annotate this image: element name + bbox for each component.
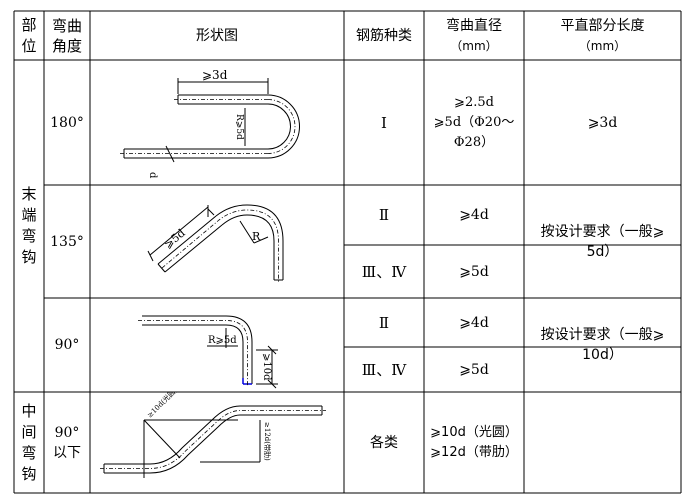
shape-90-radius-label: R⩾5d: [208, 335, 237, 346]
row-mid-type: 各类: [344, 392, 424, 493]
header-shape: 形状图: [90, 11, 344, 60]
row-135-type-a: Ⅱ: [344, 185, 424, 245]
row-90-length-line-1: 按设计要求（一般⩾: [540, 327, 665, 343]
header-rebar-type: 钢筋种类: [344, 11, 424, 60]
row-180-angle-value: 180°: [50, 114, 84, 131]
row-90-type-a-value: Ⅱ: [378, 313, 390, 332]
row-135-length-line-2: 5d）: [586, 243, 619, 260]
row-180-length-value: ⩾3d: [587, 114, 618, 131]
row-135-angle-value: 135°: [50, 233, 84, 250]
header-bend-diameter-unit: （mm）: [450, 38, 498, 53]
row-180-diameter-line-3: Φ28）: [453, 134, 495, 150]
header-shape-label: 形状图: [196, 27, 238, 44]
row-135-diameter-b-value: ⩾5d: [459, 263, 489, 280]
row-90-length-line-2: 10d）: [582, 347, 623, 363]
group-end-hook: 末 端 弯 钩: [14, 60, 44, 392]
row-90-length: 按设计要求（一般⩾ 10d）: [524, 298, 681, 392]
header-angle-line-2: 角度: [51, 36, 82, 55]
header-bend-diameter: 弯曲直径 （mm）: [424, 11, 524, 60]
shape-90-length-label: ⩾10d: [261, 353, 272, 381]
shape-180-d-label: d: [147, 172, 158, 179]
shape-135-length-label: ⩾5d: [162, 226, 188, 251]
row-135-type-b: Ⅲ、Ⅳ: [344, 245, 424, 298]
group-mid-hook-char-3: 弯: [21, 443, 37, 462]
row-135-type-a-value: Ⅱ: [378, 206, 390, 224]
shape-mid-round-label: ≥10d(光圆): [145, 392, 179, 419]
header-straight-length-line-1: 平直部分长度: [560, 17, 645, 34]
header-part: 部 位: [14, 11, 44, 60]
group-mid-hook-char-2: 间: [21, 422, 37, 441]
group-end-hook-char-3: 弯: [21, 227, 37, 245]
group-mid-hook-char-1: 中: [21, 401, 37, 420]
row-mid-angle-line-1: 90°: [54, 424, 80, 441]
row-mid-diameter-line-1: ⩾10d（光圆）: [430, 424, 518, 440]
row-135-type-b-value: Ⅲ、Ⅳ: [361, 262, 407, 281]
group-mid-hook-char-4: 钩: [21, 464, 37, 483]
row-135-diameter-a-value: ⩾4d: [459, 207, 489, 223]
row-180-diameter-line-2: ⩾5d（Φ20～: [433, 114, 515, 130]
row-90-type-b-value: Ⅲ、Ⅳ: [361, 360, 407, 379]
row-90-type-a: Ⅱ: [344, 298, 424, 347]
row-mid-angle-line-2: 以下: [53, 444, 81, 461]
row-135-length-line-1: 按设计要求（一般⩾: [540, 223, 665, 240]
row-mid-length: [524, 392, 681, 493]
shape-135-radius-label: R: [252, 230, 261, 243]
row-90-type-b: Ⅲ、Ⅳ: [344, 347, 424, 392]
row-mid-diameter: ⩾10d（光圆） ⩾12d（带肋）: [424, 392, 524, 493]
shape-mid-ribbed-label: ≥12d(带肋): [263, 422, 272, 461]
row-135-length: 按设计要求（一般⩾ 5d）: [524, 185, 681, 298]
group-mid-hook: 中 间 弯 钩: [14, 392, 44, 493]
row-mid-angle: 90° 以下: [44, 392, 90, 493]
header-bend-diameter-line-1: 弯曲直径: [446, 17, 502, 34]
header-straight-length-unit: （mm）: [578, 38, 627, 53]
header-angle: 弯曲 角度: [44, 11, 90, 60]
header-rebar-type-label: 钢筋种类: [356, 27, 412, 44]
row-180-angle: 180°: [44, 60, 90, 185]
shape-mid-bend-diagram: ≥10d(光圆) ≥12d(带肋): [100, 392, 326, 478]
row-180-diameter-line-1: ⩾2.5d: [454, 94, 494, 110]
row-mid-type-value: 各类: [370, 434, 398, 451]
header-straight-length: 平直部分长度 （mm）: [524, 11, 681, 60]
row-mid-diameter-line-2: ⩾12d（带肋）: [430, 444, 518, 460]
shape-180-radius-label: R⩾5d: [234, 114, 244, 140]
header-part-line-2: 位: [21, 36, 37, 55]
row-180-length: ⩾3d: [524, 60, 681, 185]
row-135-diameter-a: ⩾4d: [424, 185, 524, 245]
group-end-hook-char-1: 末: [21, 185, 37, 203]
shape-90-hook-diagram: R⩾5d ⩾10d: [138, 315, 278, 389]
row-90-diameter-a: ⩾4d: [424, 298, 524, 347]
row-90-angle: 90°: [44, 298, 90, 392]
row-180-type: Ⅰ: [344, 60, 424, 185]
row-90-diameter-b: ⩾5d: [424, 347, 524, 392]
row-135-diameter-b: ⩾5d: [424, 245, 524, 298]
header-angle-line-1: 弯曲: [51, 16, 82, 35]
row-180-diameter: ⩾2.5d ⩾5d（Φ20～ Φ28）: [424, 60, 524, 185]
row-180-type-value: Ⅰ: [381, 113, 387, 132]
row-135-angle: 135°: [44, 185, 90, 298]
group-end-hook-char-4: 钩: [21, 248, 37, 266]
header-part-line-1: 部: [21, 15, 37, 34]
row-90-angle-value: 90°: [54, 337, 80, 353]
shape-180-length-label: ⩾3d: [202, 68, 228, 82]
row-90-diameter-b-value: ⩾5d: [459, 361, 489, 378]
group-end-hook-char-2: 端: [21, 206, 37, 224]
shape-180-hook-diagram: ⩾3d R⩾5d d: [120, 68, 300, 179]
row-90-diameter-a-value: ⩾4d: [459, 314, 489, 331]
shape-135-hook-diagram: ⩾5d R: [147, 204, 284, 283]
